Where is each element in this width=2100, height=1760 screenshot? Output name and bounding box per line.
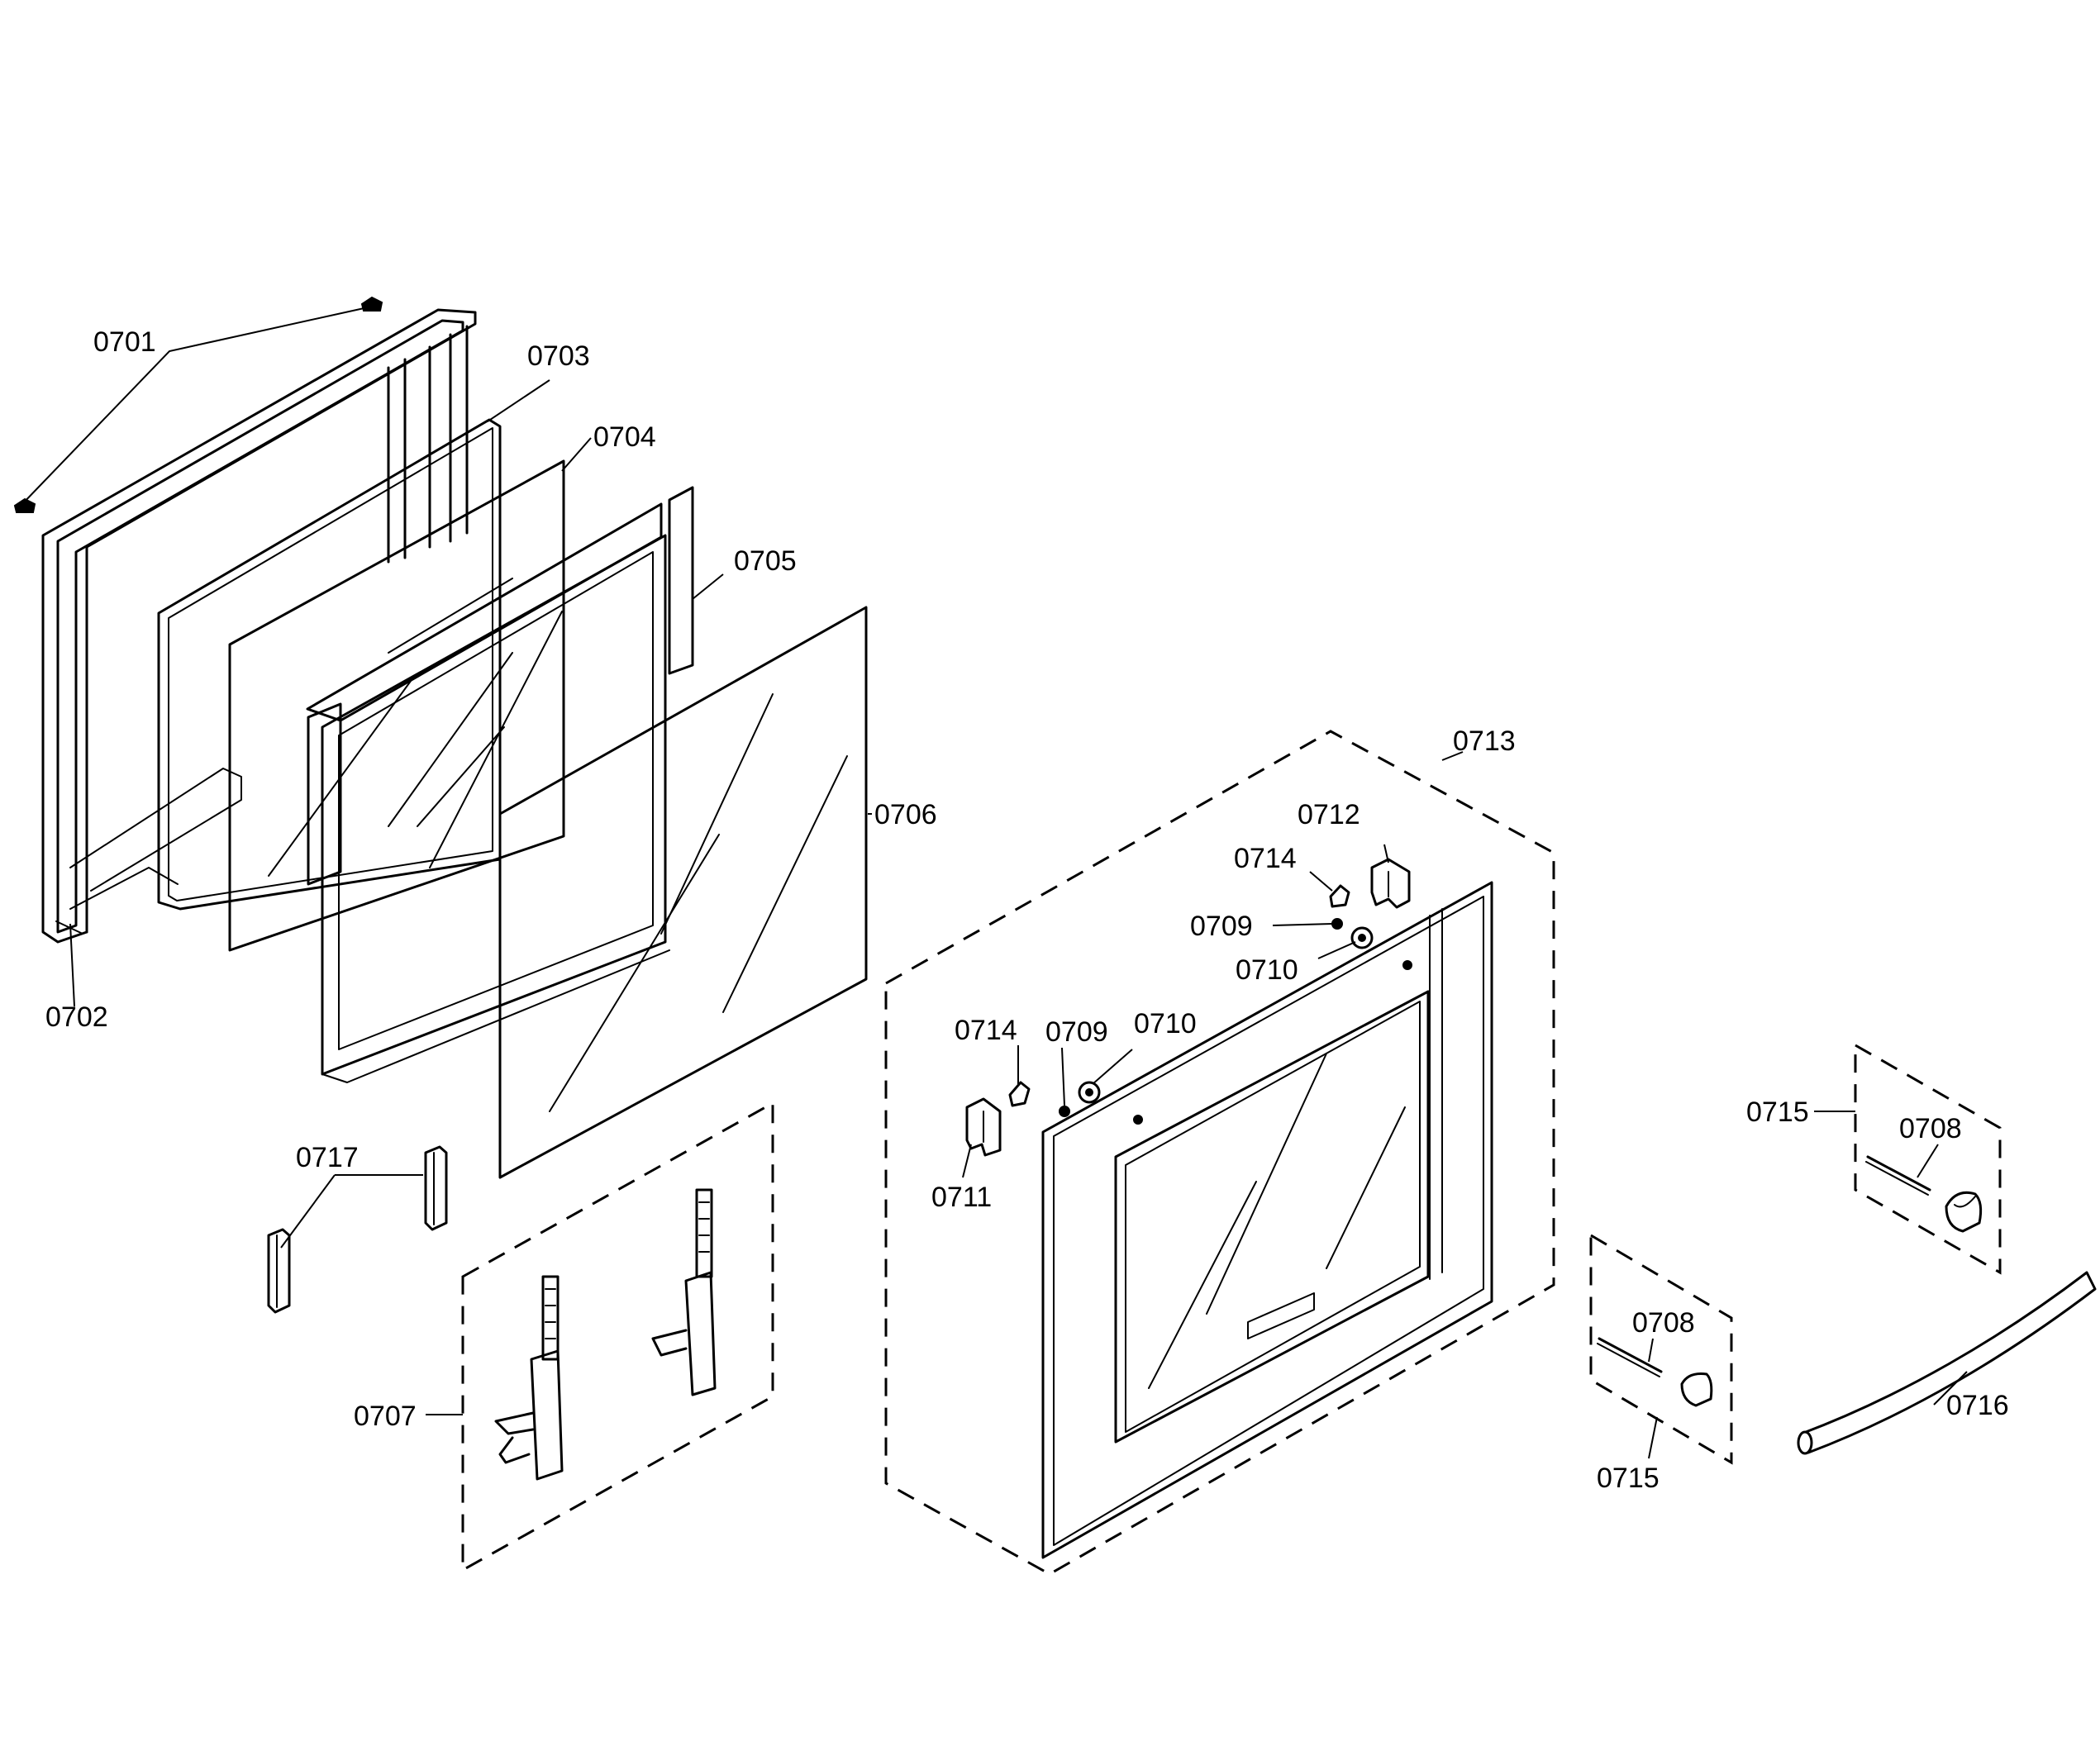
glass-frame-0705 xyxy=(306,486,694,1083)
label-0710-left: 0710 xyxy=(1134,1008,1197,1039)
label-0704: 0704 xyxy=(593,421,656,453)
clip-0714 xyxy=(1008,884,1350,1107)
label-0711: 0711 xyxy=(931,1182,992,1213)
hinge-receiver-0717 xyxy=(267,1145,448,1314)
outer-door-panel-0713 xyxy=(1041,881,1493,1559)
door-frame-0701 xyxy=(41,308,477,944)
label-0713: 0713 xyxy=(1453,725,1516,757)
handle-end-cap-box-0715 xyxy=(1589,1043,2002,1465)
label-0705: 0705 xyxy=(734,545,797,577)
door-gasket-0703 xyxy=(157,418,502,911)
end-cap-0715 xyxy=(1680,1191,1983,1407)
label-0707: 0707 xyxy=(354,1401,417,1432)
label-0709-top: 0709 xyxy=(1190,911,1253,942)
part-labels: 0701 0702 0703 0704 0705 0706 0717 0707 … xyxy=(45,326,2009,1494)
label-0716: 0716 xyxy=(1946,1390,2009,1421)
bracket-0712 xyxy=(1370,858,1411,909)
screw-0701 xyxy=(13,296,383,513)
door-assembly-box-0713 xyxy=(884,730,1555,1576)
leader-lines xyxy=(20,307,1968,1459)
label-0702: 0702 xyxy=(45,1001,108,1033)
bracket-0711 xyxy=(965,1097,1002,1157)
label-0706: 0706 xyxy=(874,799,937,830)
hinge-set-box-0707 xyxy=(461,1101,774,1572)
label-0709-left: 0709 xyxy=(1045,1016,1108,1048)
label-0715-top: 0715 xyxy=(1746,1096,1809,1128)
label-0708-bottom: 0708 xyxy=(1632,1307,1695,1339)
handle-bar-0716 xyxy=(1797,1271,2097,1455)
label-0714-top: 0714 xyxy=(1234,843,1297,874)
label-0717: 0717 xyxy=(296,1142,359,1173)
label-0701: 0701 xyxy=(93,326,156,358)
label-0712: 0712 xyxy=(1298,799,1360,830)
washer-0710 xyxy=(1078,926,1374,1104)
label-0710-top: 0710 xyxy=(1236,954,1298,986)
label-0708-top: 0708 xyxy=(1899,1113,1962,1144)
screw-0708 xyxy=(1597,1155,1931,1377)
label-0714-left: 0714 xyxy=(955,1015,1017,1046)
outer-glass-0706 xyxy=(498,606,868,1179)
hinge-0707 xyxy=(494,1188,717,1481)
inner-glass-0704 xyxy=(228,459,565,952)
label-0703: 0703 xyxy=(527,340,590,372)
label-0715-bottom: 0715 xyxy=(1597,1463,1660,1494)
